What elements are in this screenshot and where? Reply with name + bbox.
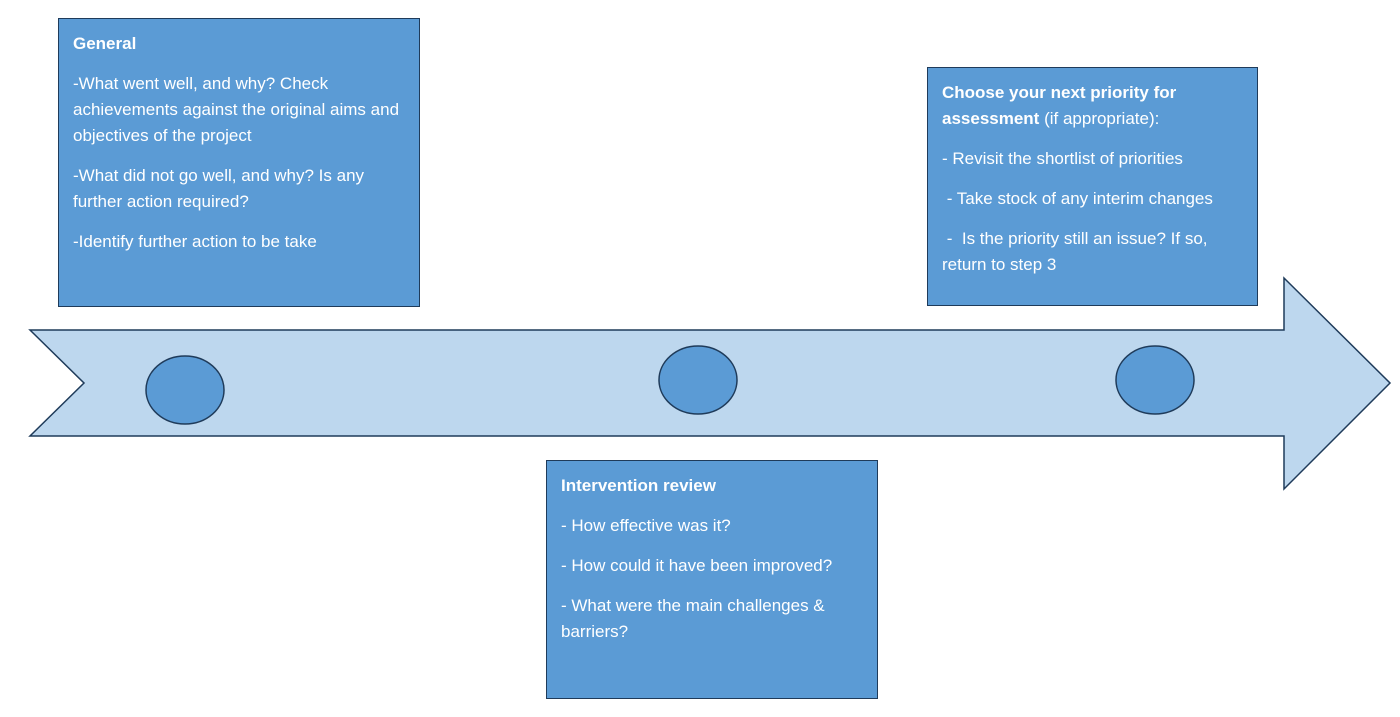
intervention-review-title: Intervention review	[561, 476, 716, 495]
next-priority-title-rest: (if appropriate):	[1039, 109, 1160, 128]
general-box: General -What went well, and why? Check …	[58, 18, 420, 307]
next-priority-item-1: - Revisit the shortlist of priorities	[942, 149, 1183, 168]
intervention-review-item-2: - How could it have been improved?	[561, 556, 833, 575]
next-priority-item-3: - Is the priority still an issue? If so,…	[942, 229, 1213, 274]
next-priority-title: Choose your next priority for assessment…	[942, 80, 1243, 132]
intervention-review-box: Intervention review - How effective was …	[546, 460, 878, 699]
timeline-node-1	[145, 355, 225, 425]
intervention-review-item-1: - How effective was it?	[561, 516, 731, 535]
general-item-3: -Identify further action to be take	[73, 232, 317, 251]
general-item-1: -What went well, and why? Check achievem…	[73, 74, 404, 145]
next-priority-item-2: - Take stock of any interim changes	[942, 189, 1213, 208]
timeline-node-2	[658, 345, 738, 415]
general-item-2: -What did not go well, and why? Is any f…	[73, 166, 369, 211]
general-title: General	[73, 34, 137, 53]
next-priority-title-bold: Choose your next priority for assessment	[942, 83, 1177, 128]
timeline-node-3	[1115, 345, 1195, 415]
next-priority-box: Choose your next priority for assessment…	[927, 67, 1258, 306]
intervention-review-item-3: - What were the main challenges & barrie…	[561, 596, 830, 641]
